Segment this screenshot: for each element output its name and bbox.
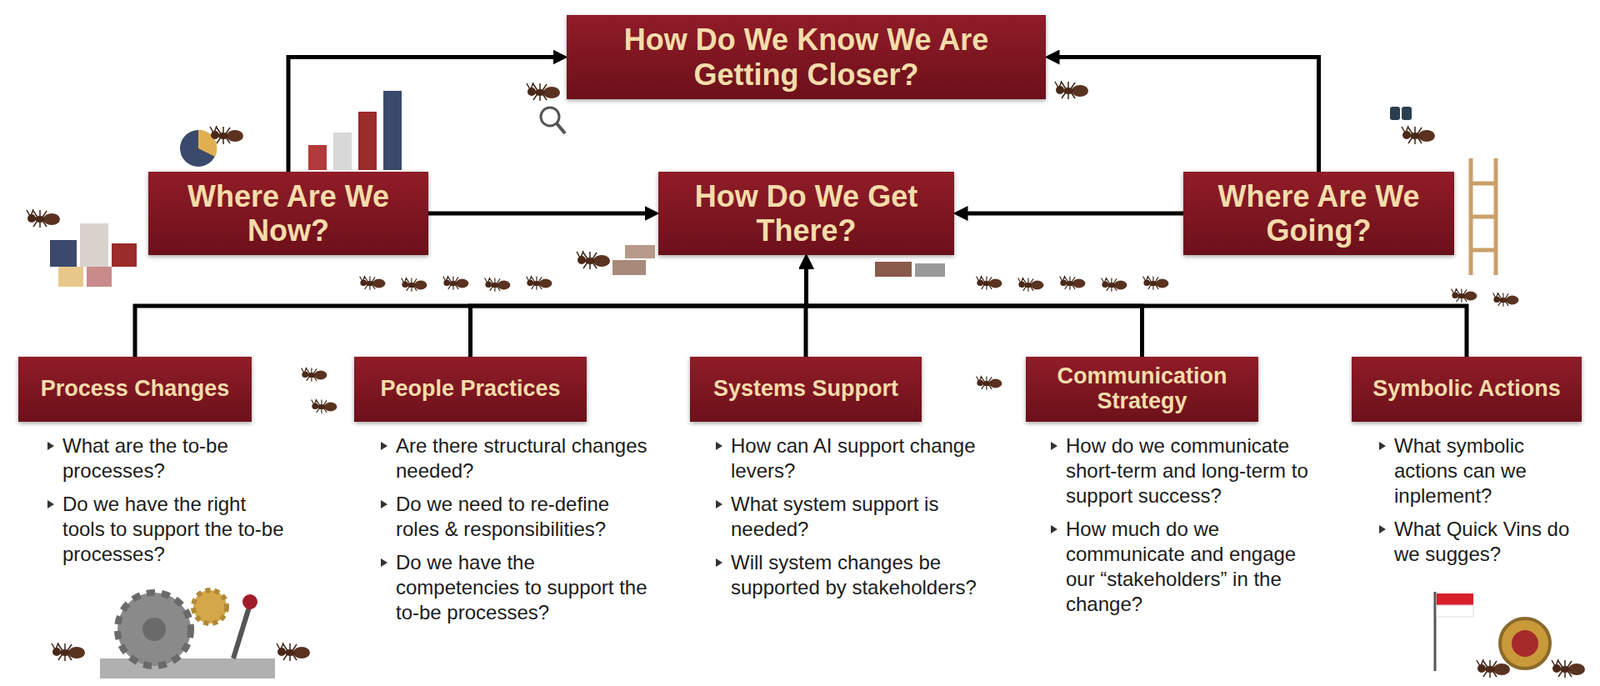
question-title: Where Are We Now?	[160, 179, 417, 249]
question-title: How Do We Know We Are Getting Closer?	[578, 22, 1035, 92]
connector-arrow	[1055, 57, 1320, 173]
question-list: Are there structural changes needed? Do w…	[379, 433, 655, 634]
connector-arrow	[964, 211, 1184, 216]
lever-title: Systems Support	[713, 376, 899, 402]
question-box: How Do We Get There?	[658, 171, 955, 255]
connector-arrow	[288, 57, 557, 173]
medal	[1500, 618, 1550, 669]
ant	[1476, 659, 1510, 678]
ant	[576, 250, 610, 270]
ant	[26, 209, 60, 228]
connector-arrow	[135, 265, 807, 357]
lever-title: Symbolic Actions	[1372, 376, 1561, 402]
ant	[276, 642, 310, 661]
bullet-question: Do we need to re-define roles & responsi…	[379, 491, 655, 542]
ant	[51, 642, 85, 661]
connector-arrow	[806, 265, 1143, 357]
binoculars	[1390, 106, 1412, 120]
bullet-question: What symbolic actions can we inplement?	[1377, 433, 1590, 509]
question-title: How Do We Get There?	[670, 179, 943, 249]
connector-arrow	[806, 265, 1468, 357]
bullet-question: How can AI support change levers?	[714, 433, 981, 484]
magnifier	[540, 107, 565, 134]
bullet-question: How much do we communicate and engage ou…	[1049, 516, 1326, 617]
bullet-question: How do we communicate short-term and lon…	[1049, 433, 1326, 509]
lever-title: Process Changes	[40, 376, 230, 402]
ant	[210, 125, 244, 145]
gear-machine	[100, 590, 275, 679]
lever-header-box: Systems SupportHow can AI support change…	[690, 356, 922, 422]
question-box: Where Are We Now?	[148, 171, 429, 255]
bullet-question: What system support is needed?	[714, 491, 981, 542]
bullet-question: What Quick Vins do we sugges?	[1377, 516, 1590, 567]
ant	[1401, 125, 1435, 145]
ant	[526, 82, 560, 101]
bar-chart	[180, 90, 402, 170]
connector-arrow	[470, 265, 807, 357]
bullet-question: Are there structural changes needed?	[379, 433, 655, 484]
lever-title: People Practices	[380, 376, 560, 402]
question-title: Where Are We Going?	[1195, 179, 1443, 249]
question-list: What symbolic actions can we inplement? W…	[1377, 433, 1590, 575]
question-box: Where Are We Going?	[1183, 171, 1455, 255]
bullet-question: Do we have the competencies to support t…	[379, 550, 655, 625]
lever-title: Communication Strategy	[1037, 364, 1247, 414]
lever-header-box: Communication StrategyHow do we communic…	[1025, 356, 1259, 422]
bullet-question: What are the to-be processes?	[45, 433, 288, 484]
building-blocks	[50, 223, 137, 287]
bullet-question: Will system changes be supported by stak…	[714, 550, 981, 600]
question-list: How do we communicate short-term and lon…	[1049, 433, 1326, 625]
question-box: How Do We Know We Are Getting Closer?	[566, 15, 1046, 100]
flag	[1435, 591, 1474, 671]
scaffold	[1470, 158, 1496, 275]
question-list: What are the to-be processes? Do we have …	[45, 433, 288, 575]
ant	[1055, 80, 1089, 100]
lever-header-box: People PracticesAre there structural cha…	[354, 356, 587, 422]
lever-header-box: Symbolic ActionsWhat symbolic actions ca…	[1351, 356, 1582, 422]
bullet-question: Do we have the right tools to support th…	[45, 491, 288, 567]
ant	[1551, 659, 1585, 678]
connector-arrow	[428, 211, 649, 216]
question-list: How can AI support change levers? What sy…	[714, 433, 981, 609]
lever-header-box: Process ChangesWhat are the to-be proces…	[18, 356, 252, 422]
